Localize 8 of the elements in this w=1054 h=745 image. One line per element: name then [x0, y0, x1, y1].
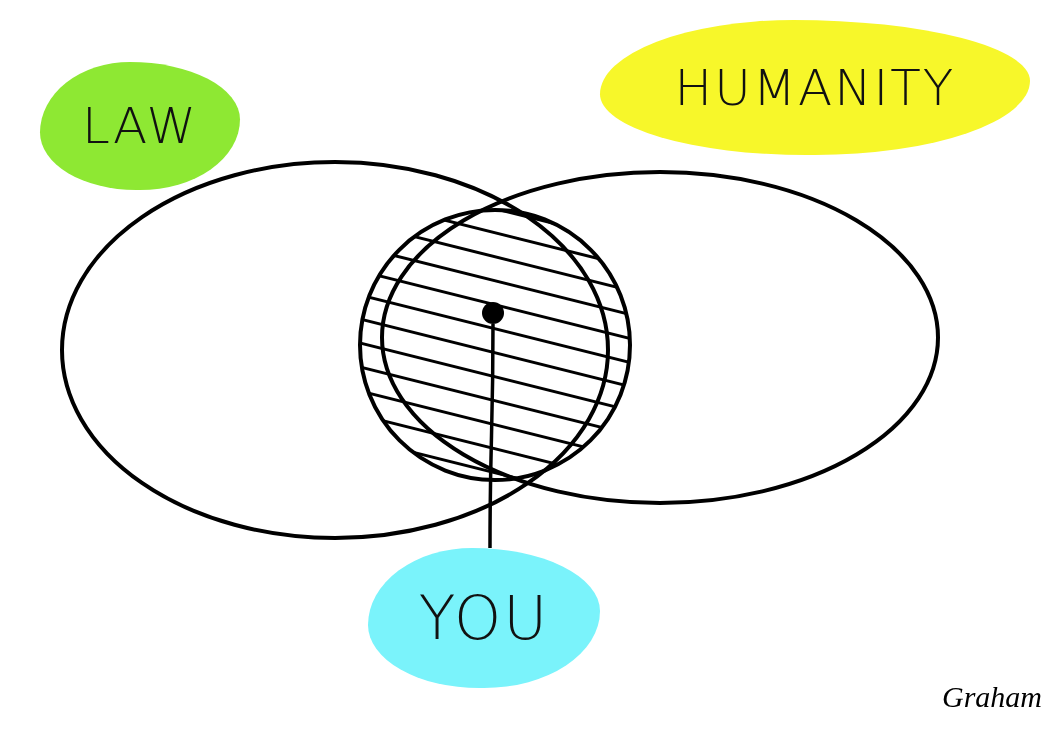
leader-line	[488, 324, 495, 548]
venn-label: LAW	[82, 97, 198, 155]
venn-ellipse	[380, 170, 940, 505]
venn-ellipse	[60, 160, 610, 540]
venn-label: HUMANITY	[674, 58, 956, 117]
signature: Graham	[942, 680, 1042, 714]
dot	[482, 302, 504, 324]
venn-label: YOU	[418, 583, 550, 653]
